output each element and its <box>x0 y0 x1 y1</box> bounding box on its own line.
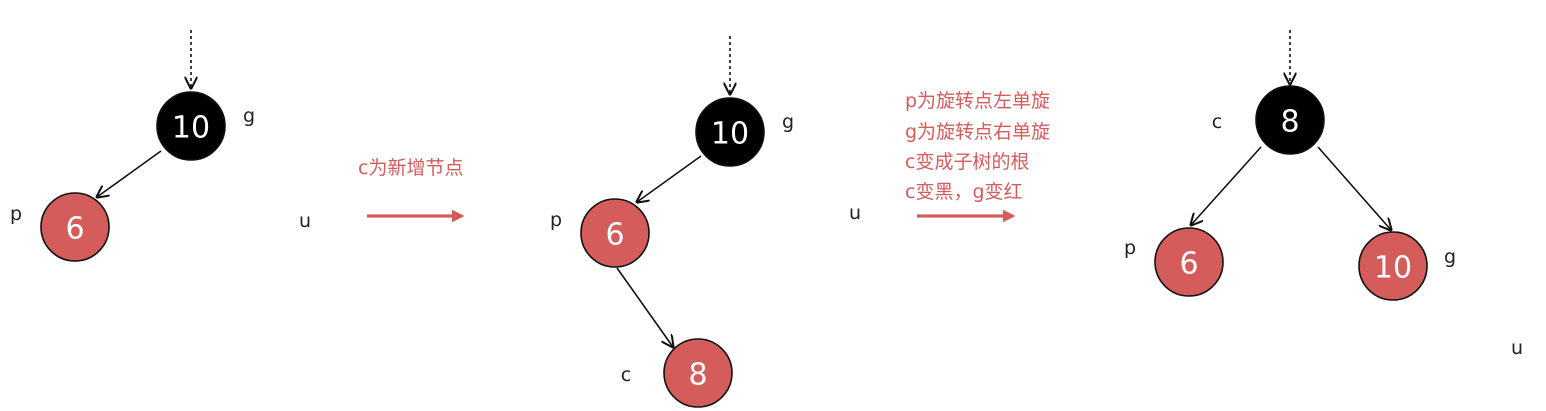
stage-2-node-g <box>695 97 765 167</box>
stage-3-node-c <box>1255 85 1325 155</box>
stage-3-node-g <box>1358 231 1428 301</box>
stage-2-node-g-value: 10 <box>711 117 749 152</box>
transition-1: c为新增节点 <box>358 157 465 223</box>
stage-2-edge-p-c <box>616 267 673 347</box>
transition-2: p为旋转点左单旋 g为旋转点右单旋 c变成子树的根 c变黑，g变红 <box>905 90 1050 223</box>
stage-3-tree: 8 c 6 p 10 g u <box>1124 30 1523 359</box>
stage-2-tag-p: p <box>550 209 562 231</box>
stage-2-node-c-value: 8 <box>688 358 707 393</box>
stage-2-tag-g: g <box>782 111 794 133</box>
stage-3-node-p <box>1154 227 1224 297</box>
transition-2-line-1: p为旋转点左单旋 <box>905 90 1050 112</box>
stage-3-edge-c-g <box>1317 146 1391 230</box>
stage-1-tag-p: p <box>10 203 22 225</box>
transition-2-line-3: c变成子树的根 <box>905 151 1029 173</box>
stage-2-node-p-value: 6 <box>605 218 624 253</box>
transition-1-line-1: c为新增节点 <box>358 157 463 179</box>
stage-2-edge-g-p <box>637 155 702 202</box>
stage-3-edge-c-p <box>1191 146 1262 225</box>
stage-3-tag-g: g <box>1444 246 1456 268</box>
stage-2-node-p <box>580 198 650 268</box>
stage-1-node-p-value: 6 <box>65 212 84 247</box>
stage-1-node-p <box>40 192 110 262</box>
stage-3-tag-u: u <box>1511 337 1523 359</box>
stage-1-edge-g-p <box>97 150 162 197</box>
stage-2-node-c <box>663 338 733 408</box>
stage-2-tag-u: u <box>849 202 861 224</box>
stage-1-node-g <box>156 91 226 161</box>
transition-2-line-4: c变黑，g变红 <box>905 181 1023 203</box>
stage-1-node-g-value: 10 <box>172 111 210 146</box>
stage-1-tag-u: u <box>299 210 311 232</box>
stage-3-node-p-value: 6 <box>1179 247 1198 282</box>
transition-2-line-2: g为旋转点右单旋 <box>905 121 1050 143</box>
stage-3-node-g-value: 10 <box>1374 251 1412 286</box>
stage-2-tag-c: c <box>621 364 631 386</box>
stage-3-tag-c: c <box>1212 111 1222 133</box>
stage-1-tag-g: g <box>243 105 255 127</box>
stage-3-tag-p: p <box>1124 237 1136 259</box>
stage-1-tree: 10 g 6 p u <box>10 30 311 262</box>
stage-2-tree: 10 g 6 p 8 c u <box>550 36 861 408</box>
stage-3-node-c-value: 8 <box>1280 105 1299 140</box>
